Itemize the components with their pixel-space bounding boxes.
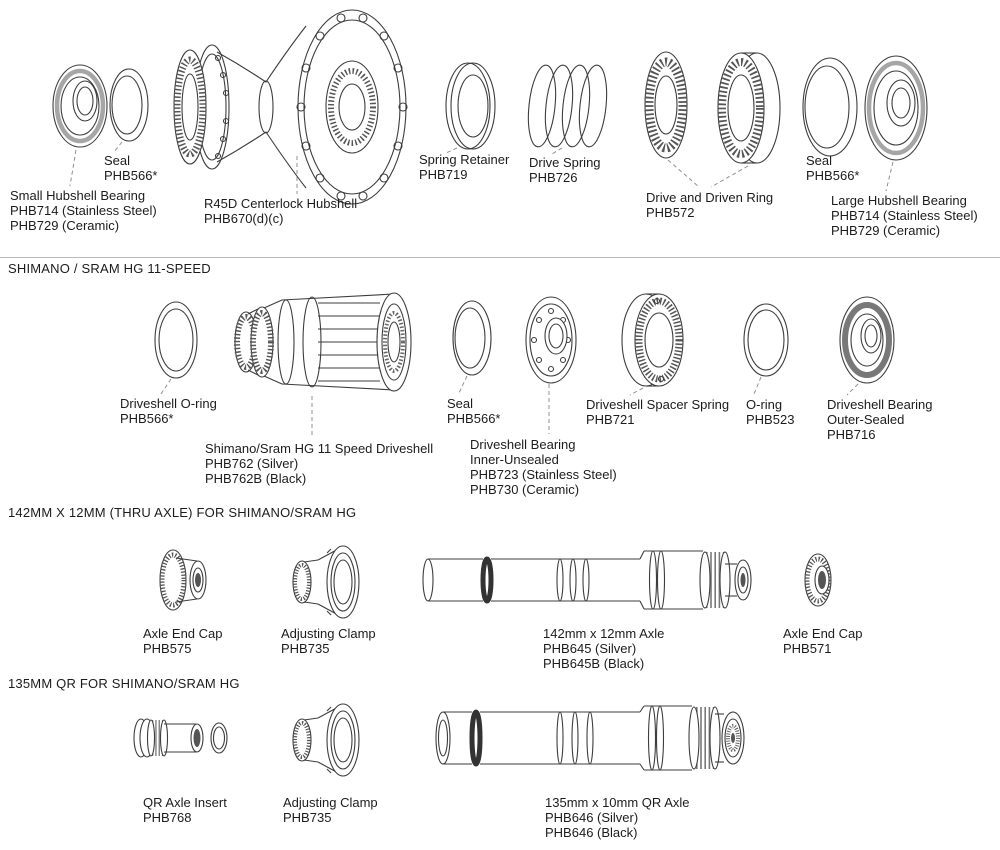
drive-spring-illustration — [527, 64, 608, 148]
adjusting-clamp-qr-illustration — [292, 703, 360, 777]
driveshell-illustration — [234, 292, 412, 392]
driveshell-oring-illustration — [154, 301, 198, 379]
axle-end-cap-right-illustration — [804, 553, 832, 607]
seal-hg11-illustration — [452, 300, 492, 376]
qr-axle-insert-illustration — [133, 718, 228, 758]
drive-ring-illustration — [644, 51, 688, 159]
axle-135-illustration — [435, 705, 745, 771]
adjusting-clamp-142-illustration — [292, 545, 360, 619]
driveshell-spacer-spring-illustration — [621, 293, 684, 387]
seal-right-illustration — [802, 57, 858, 157]
driveshell-bearing-inner-illustration — [525, 296, 577, 384]
section-divider — [0, 257, 1000, 258]
spring-retainer-illustration — [445, 62, 496, 150]
axle-142-illustration — [422, 550, 752, 610]
section-header-qr: 135MM QR FOR SHIMANO/SRAM HG — [8, 676, 240, 691]
oring-hg11-illustration — [743, 303, 789, 377]
section-header-thru-axle: 142MM X 12MM (THRU AXLE) FOR SHIMANO/SRA… — [8, 505, 357, 520]
driven-ring-illustration — [717, 52, 781, 164]
axle-end-cap-left-illustration — [159, 549, 207, 611]
large-hubshell-bearing-illustration — [864, 55, 928, 161]
leader-lines — [69, 141, 894, 438]
small-hubshell-bearing-illustration — [52, 64, 108, 148]
centerlock-hubshell-illustration — [173, 9, 408, 205]
seal-left-illustration — [109, 68, 149, 142]
section-header-hg11: SHIMANO / SRAM HG 11-SPEED — [8, 261, 211, 276]
driveshell-bearing-outer-illustration — [839, 296, 895, 384]
